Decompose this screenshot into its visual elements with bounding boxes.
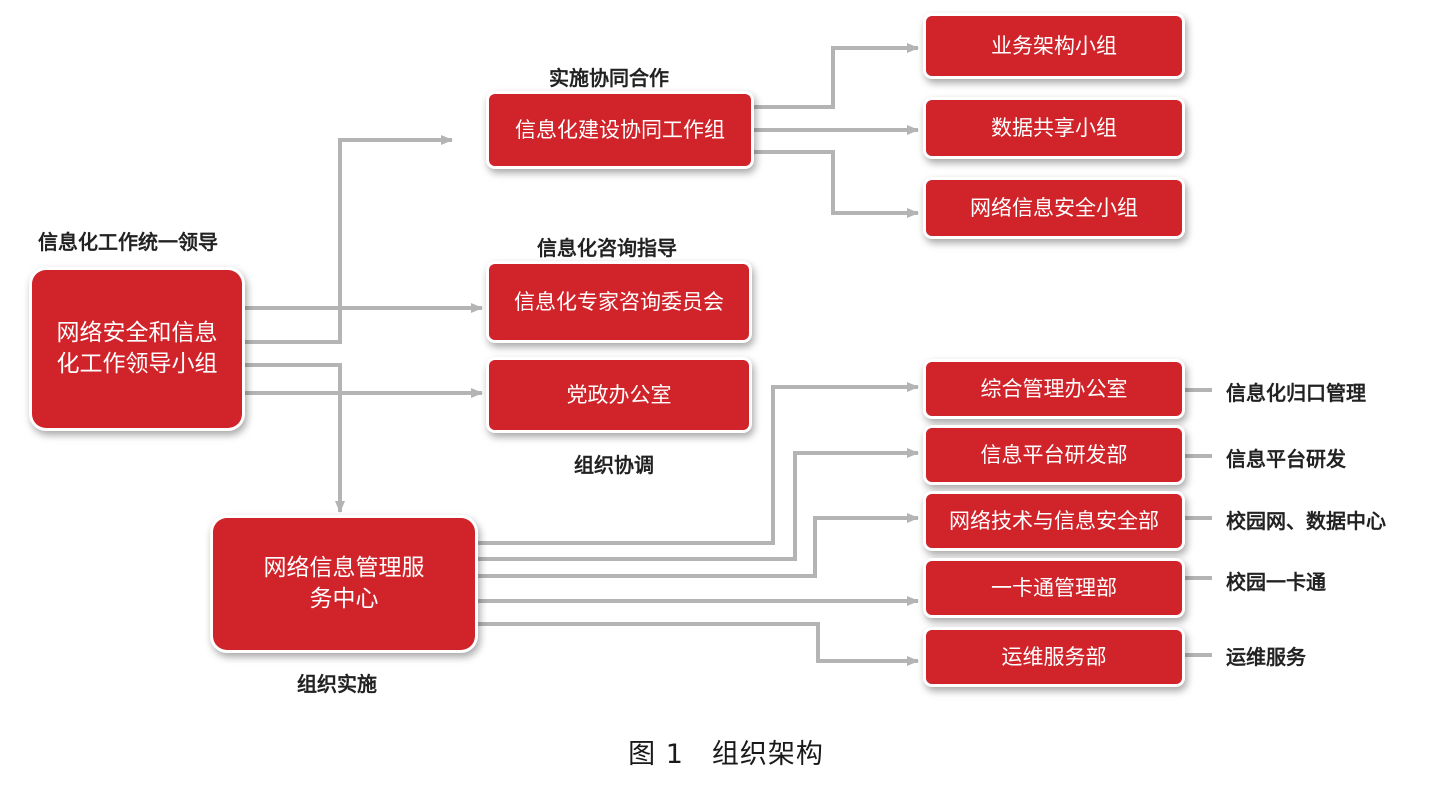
department-duty-3: 校园网、数据中心 — [1226, 509, 1386, 533]
arrow-to-dept-2 — [478, 448, 919, 561]
department-box-5: 运维服务部 — [926, 630, 1182, 684]
collaboration-box: 信息化建设协同工作组 — [489, 94, 751, 166]
department-box-1: 综合管理办公室 — [926, 362, 1182, 416]
arrow-to-dept-5 — [478, 622, 919, 666]
arrow-to-implementation — [245, 363, 345, 513]
department-duty-4: 校园一卡通 — [1226, 570, 1326, 594]
department-box-3: 网络技术与信息安全部 — [926, 494, 1182, 548]
figure-caption: 图 1 组织架构 — [628, 739, 824, 770]
subgroup-box-2: 数据共享小组 — [926, 100, 1182, 156]
subgroup-box-3: 网络信息安全小组 — [926, 180, 1182, 236]
implementation-label: 组织实施 — [297, 672, 377, 696]
consulting-label: 信息化咨询指导 — [537, 236, 677, 260]
coordination-label: 组织协调 — [574, 453, 654, 477]
leadership-box: 网络安全和信息化工作领导小组 — [32, 270, 242, 428]
arrow-to-subgroup-3 — [752, 150, 919, 218]
implementation-box: 网络信息管理服务中心 — [213, 518, 475, 650]
department-duty-5: 运维服务 — [1226, 645, 1306, 669]
arrow-to-dept-1 — [478, 382, 919, 545]
coordination-box: 党政办公室 — [489, 360, 749, 430]
subgroup-box-1: 业务架构小组 — [926, 16, 1182, 76]
department-box-2: 信息平台研发部 — [926, 428, 1182, 482]
department-duty-2: 信息平台研发 — [1226, 447, 1346, 471]
consulting-box: 信息化专家咨询委员会 — [489, 264, 749, 340]
department-duty-1: 信息化归口管理 — [1226, 381, 1366, 405]
leadership-label: 信息化工作统一领导 — [38, 230, 218, 254]
arrow-to-subgroup-1 — [752, 43, 919, 109]
department-box-4: 一卡通管理部 — [926, 561, 1182, 615]
collaboration-label: 实施协同合作 — [549, 66, 669, 90]
arrow-to-dept-3 — [478, 513, 919, 578]
arrow-to-collaboration — [245, 135, 453, 344]
